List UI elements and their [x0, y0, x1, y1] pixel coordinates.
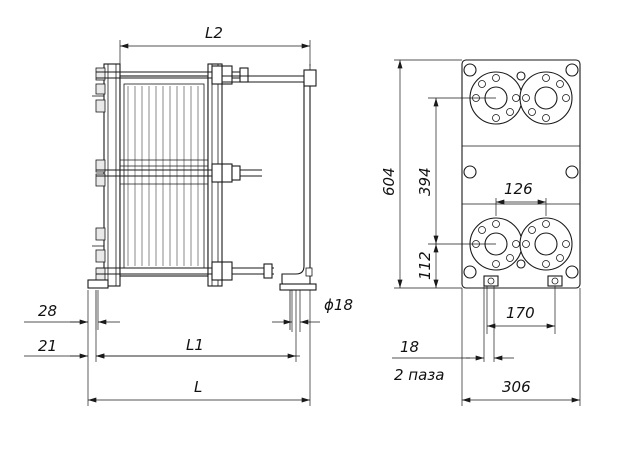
- label-170: 170: [506, 304, 535, 322]
- tie-bolts: [96, 65, 274, 281]
- flange-bottom-right: [519, 217, 573, 271]
- dimension-l: L: [87, 290, 311, 406]
- dimension-170: 170: [486, 286, 556, 334]
- side-view: L2 28 21 L1: [24, 24, 353, 406]
- dimension-604: 604: [380, 59, 462, 289]
- label-112: 112: [416, 251, 434, 280]
- dimension-28: 28: [24, 290, 120, 330]
- dimension-112: 112: [416, 243, 439, 288]
- dimension-394: 394: [416, 97, 496, 245]
- dimension-21: 21: [24, 330, 300, 362]
- bottom-center-bolt: [516, 259, 526, 269]
- corner-bolts: [463, 63, 579, 279]
- label-2-slots: 2 паза: [394, 366, 444, 384]
- label-21: 21: [38, 337, 57, 355]
- dimension-l2: L2: [119, 24, 311, 66]
- label-phi18: ϕ18: [324, 296, 353, 314]
- label-604: 604: [380, 167, 398, 196]
- dimension-phi18: ϕ18: [272, 290, 353, 332]
- top-center-bolt: [516, 71, 526, 81]
- label-18: 18: [400, 338, 419, 356]
- dimension-18-slots: 18 2 паза: [392, 286, 514, 384]
- label-306: 306: [502, 378, 531, 396]
- label-126: 126: [504, 180, 533, 198]
- label-l: L: [194, 378, 202, 396]
- dimension-306: 306: [461, 288, 581, 406]
- dimension-l1: L1: [96, 290, 297, 362]
- front-view: 604 394 112 126 170: [380, 59, 581, 406]
- label-l1: L1: [186, 336, 204, 354]
- frame-plate-left: [92, 63, 121, 287]
- label-394: 394: [416, 167, 434, 196]
- label-l2: L2: [205, 24, 223, 42]
- dimension-126: 126: [495, 180, 547, 216]
- base-feet: [87, 279, 317, 330]
- flange-top-right: [519, 71, 573, 125]
- label-28: 28: [38, 302, 57, 320]
